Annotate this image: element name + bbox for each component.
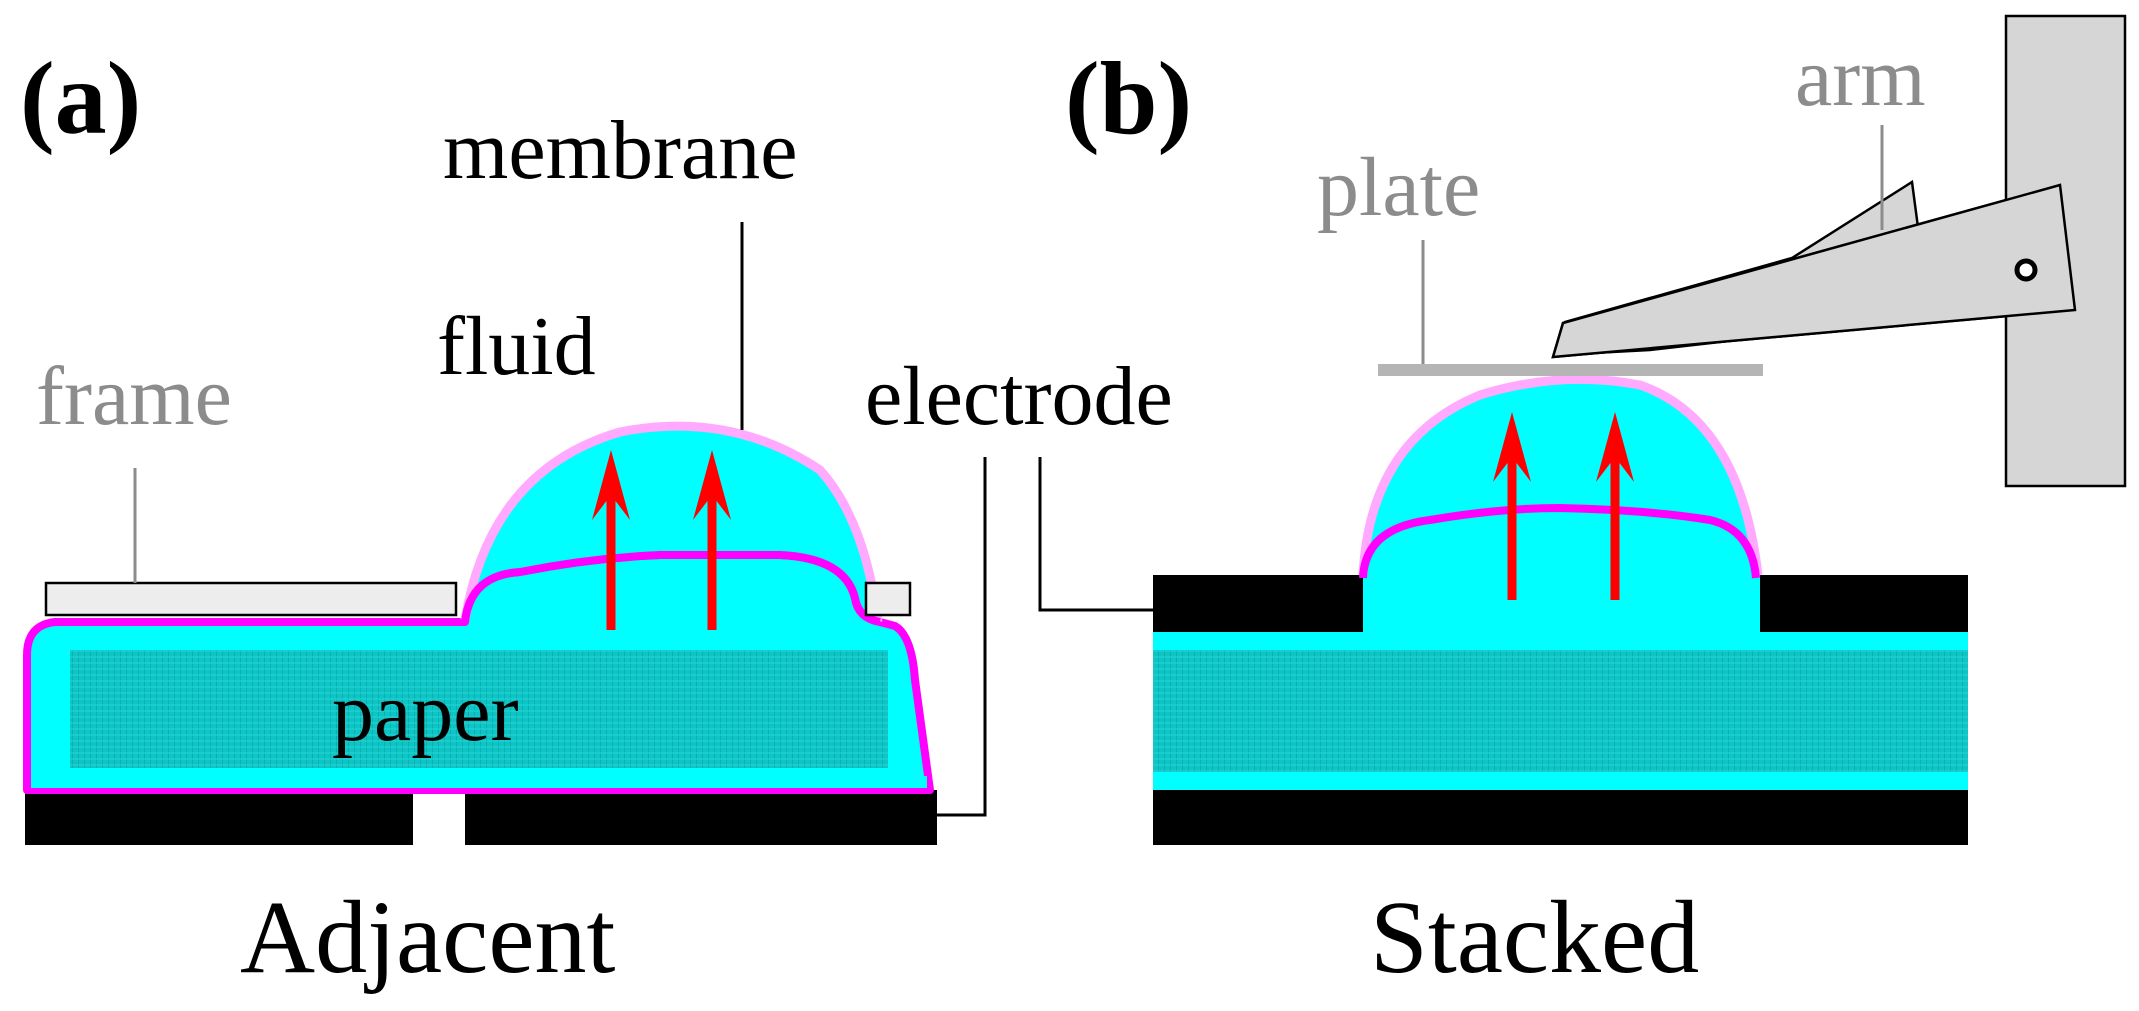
force-arrows-a [592,450,731,630]
membrane-upper-b [1358,374,1763,576]
electrode-top-right-b [1760,575,1968,632]
plate [1378,364,1763,376]
panel-a-caption: Adjacent [240,880,615,995]
paper-a [70,650,888,768]
frame-left-a [44,581,458,617]
frame-label: frame [36,350,232,443]
electrode-bottom-b [1153,790,1968,845]
panel-b: (b) plate arm Stacked [1038,14,2127,995]
electrode-top-left-b [1153,575,1363,632]
dome-fluid-a [465,426,878,622]
panel-a: (a) membrane fluid frame electrode paper… [20,41,1173,995]
paper-b [1153,650,1968,772]
dome-fluid-b [1363,379,1758,575]
fluid-label: fluid [437,300,596,393]
force-arrows-b [1493,412,1634,600]
plate-label: plate [1317,141,1480,234]
fluid-base-a [31,776,927,788]
electrode-leader-b [1038,457,1153,612]
arm-label: arm [1795,31,1926,124]
membrane-upper-a [460,421,883,623]
electrode-leader-a [937,457,987,817]
arm-over-post [1551,183,2077,359]
frame-right-a [864,581,912,617]
fluid-opening-b [1363,575,1760,635]
panel-b-caption: Stacked [1370,880,1699,995]
panel-a-tag: (a) [20,41,141,156]
membrane-label: membrane [443,104,798,197]
panel-b-tag: (b) [1065,41,1192,156]
paper-label: paper [332,666,519,759]
electrode-right-a [465,790,937,845]
electrode-label: electrode [865,350,1173,443]
membrane-inner-b [1359,503,1760,579]
electrode-left-a [25,790,413,845]
pivot-hole-icon [2014,258,2038,282]
membrane-inner-a [461,551,881,626]
